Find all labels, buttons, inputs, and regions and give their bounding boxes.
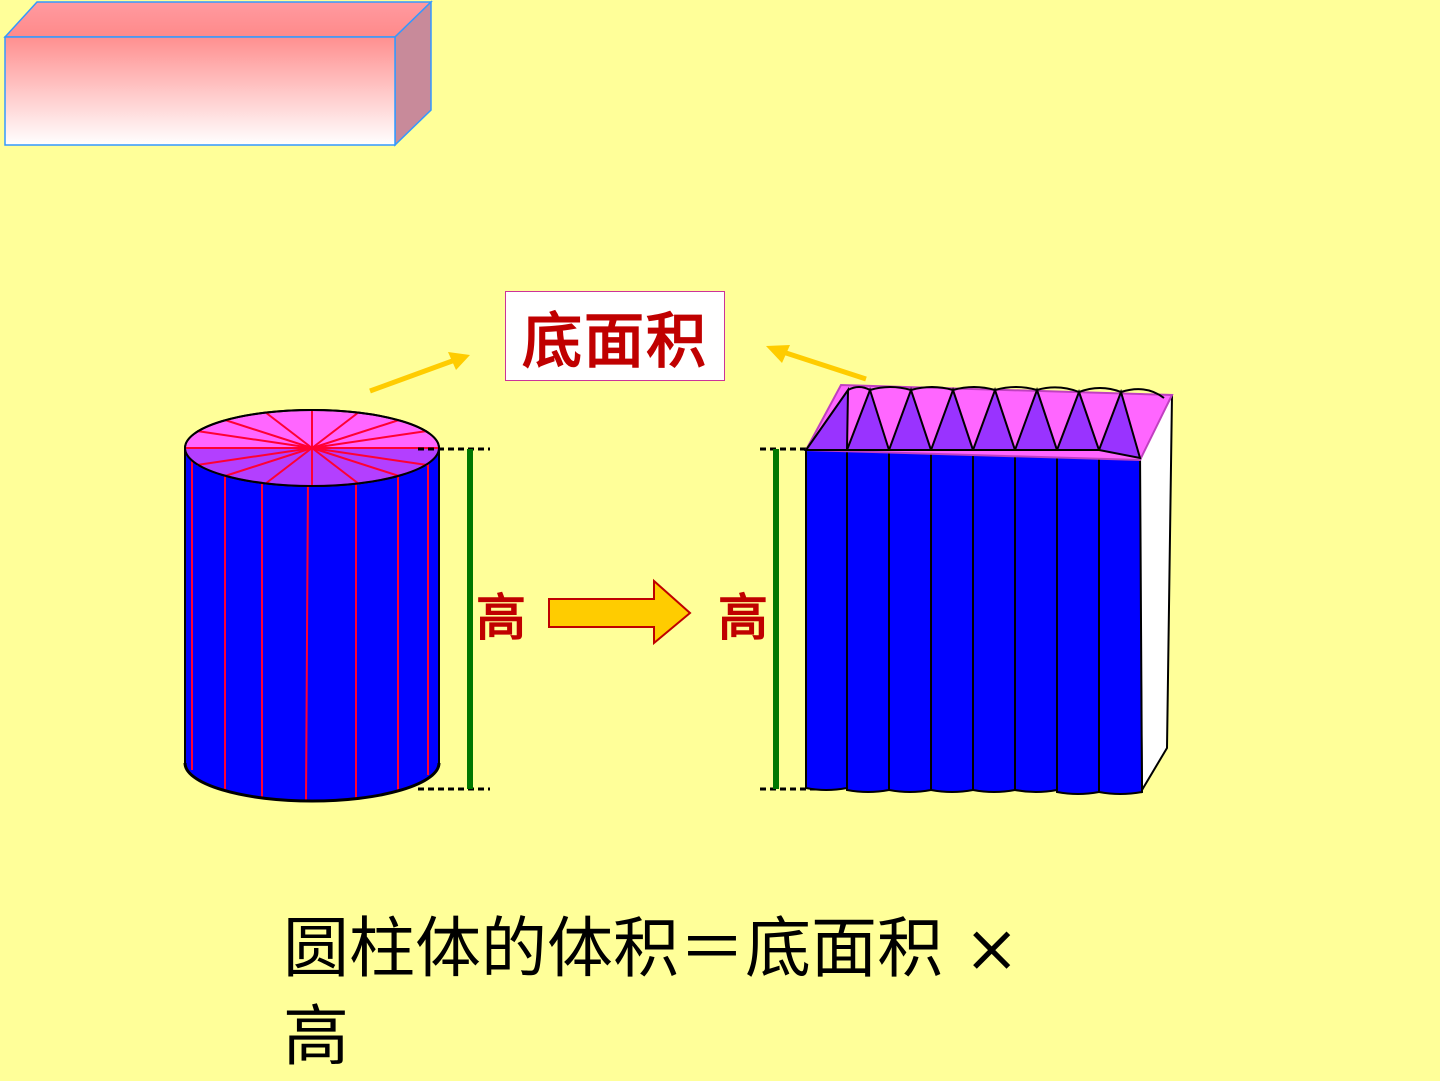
- approx-cuboid: [804, 383, 1174, 795]
- base-area-label: 底面积: [505, 291, 725, 381]
- height-label-left: 高: [476, 588, 526, 647]
- cuboid-top: [804, 383, 1174, 462]
- volume-formula: 圆柱体的体积＝底面积 × 高: [283, 905, 1113, 1081]
- cuboid-slices: [805, 449, 1144, 795]
- formula-line-1: 圆柱体的体积＝底面积 ×: [283, 910, 1020, 987]
- cylinder-top: [184, 409, 440, 487]
- cylinder: [183, 409, 441, 803]
- transform-arrow: [548, 578, 692, 646]
- height-marker-right: [760, 447, 830, 791]
- arrow-left-to-label: [369, 352, 470, 394]
- arrow-right-to-label: [766, 345, 867, 382]
- formula-line-2: 高: [283, 998, 349, 1075]
- title-box-3d: [3, 0, 433, 147]
- cylinder-cut-lines: [191, 452, 429, 803]
- height-label-right: 高: [718, 588, 768, 647]
- height-marker-left: [418, 447, 490, 791]
